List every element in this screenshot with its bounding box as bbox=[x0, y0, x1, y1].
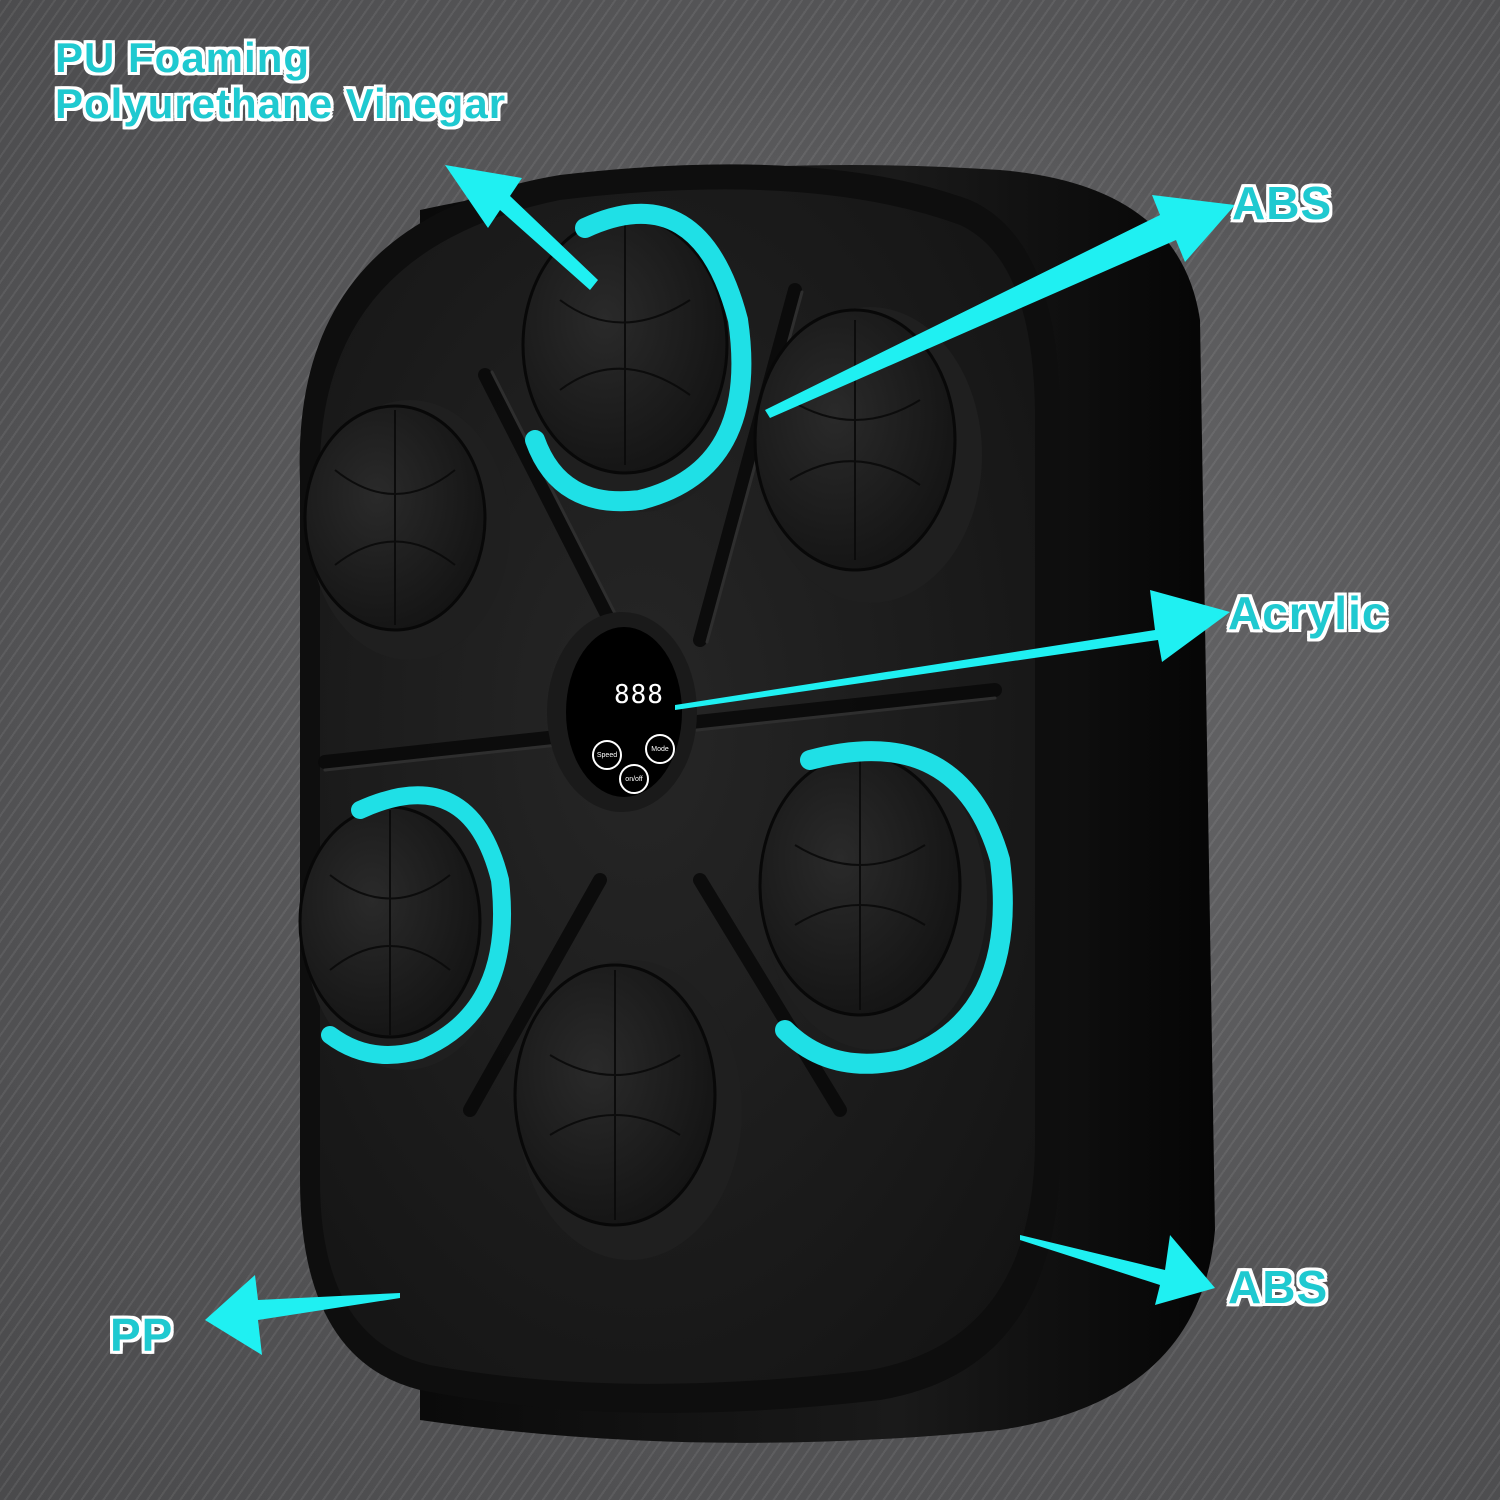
label-pu-foaming: PU Foaming Polyurethane Vinegar bbox=[55, 34, 507, 128]
label-pu-line2: Polyurethane Vinegar bbox=[55, 80, 507, 128]
arrow-abs-bottom bbox=[1020, 1235, 1215, 1305]
label-acrylic: Acrylic bbox=[1228, 587, 1389, 639]
callout-arrows bbox=[205, 165, 1235, 1355]
arrow-pp bbox=[205, 1275, 400, 1355]
mode-button[interactable]: Mode bbox=[645, 734, 675, 764]
power-button[interactable]: on/off bbox=[619, 764, 649, 794]
label-abs-top: ABS bbox=[1232, 177, 1333, 229]
label-pu-line1: PU Foaming bbox=[55, 34, 311, 81]
arrow-acrylic bbox=[675, 590, 1230, 710]
punch-pad-lower-left bbox=[298, 800, 505, 1070]
highlight-arc-lower-left bbox=[321, 786, 512, 1064]
label-abs-bottom: ABS bbox=[1228, 1261, 1329, 1313]
label-pp: PP bbox=[110, 1309, 174, 1361]
speed-button[interactable]: Speed bbox=[592, 740, 622, 770]
arrow-pu bbox=[445, 165, 598, 290]
punch-pad-upper-right bbox=[753, 307, 982, 603]
highlight-arc-top bbox=[525, 203, 752, 512]
highlight-arc-lower-right bbox=[775, 741, 1013, 1074]
led-digits: 888 bbox=[614, 680, 664, 710]
arrow-abs-top bbox=[765, 195, 1235, 418]
